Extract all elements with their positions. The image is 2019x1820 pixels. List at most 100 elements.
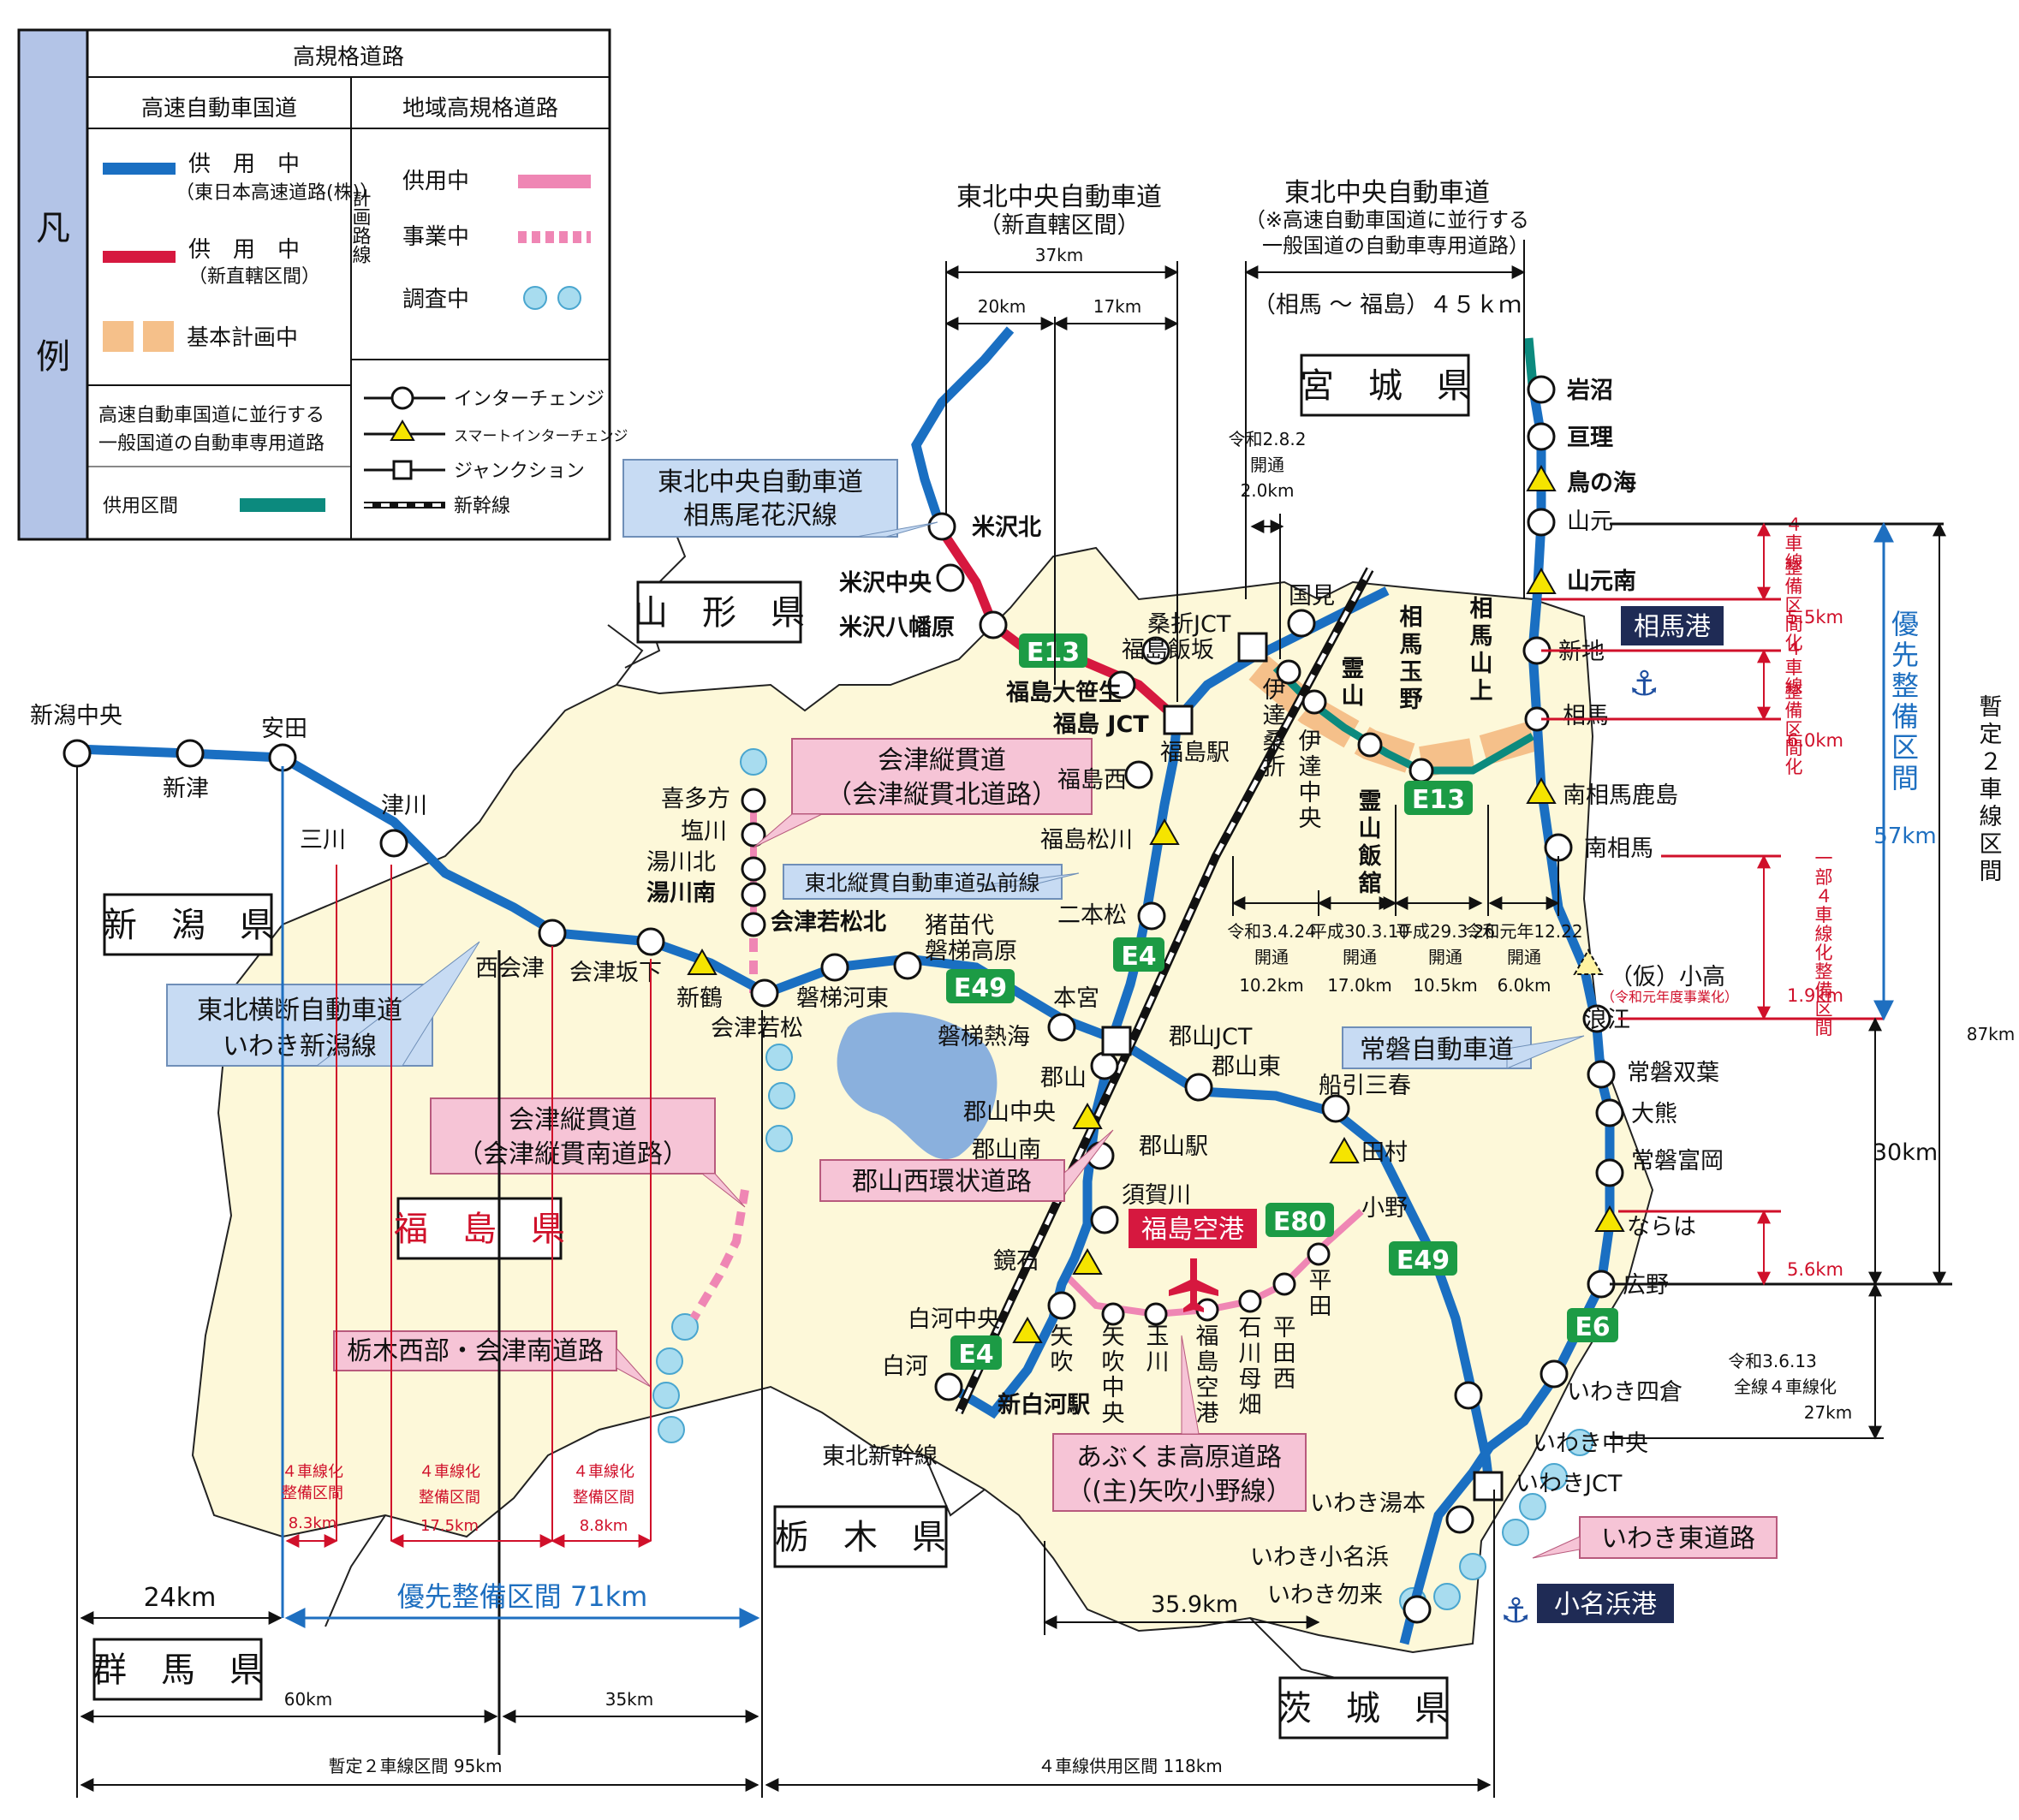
callout-soma-2: 相馬尾花沢線 bbox=[683, 501, 837, 531]
airplane-icon bbox=[1169, 1258, 1218, 1312]
ic-label: 福島駅 bbox=[1160, 740, 1230, 766]
jct-markers bbox=[1101, 632, 1504, 1502]
top-tc1-len: 37km bbox=[1035, 245, 1084, 265]
w2c: 17.5km bbox=[420, 1517, 479, 1535]
sec-1c: 10.2km bbox=[1239, 975, 1304, 996]
legend-direct-sub: （新直轄区間） bbox=[188, 266, 320, 288]
ic-label: 鏡石 bbox=[993, 1248, 1039, 1275]
ic-label: 会津若松 bbox=[711, 1015, 803, 1042]
sign-e49: E49 bbox=[1397, 1246, 1450, 1276]
legend-col2: 地域高規格道路 bbox=[402, 96, 558, 122]
km35: 35km bbox=[605, 1689, 654, 1710]
legend-sym-ic: インターチェンジ bbox=[454, 389, 605, 410]
pref-niigata: 新 潟 県 bbox=[103, 906, 274, 945]
ic-label: いわき勿来 bbox=[1267, 1582, 1383, 1609]
vertical-label-hirata: 平田 bbox=[1309, 1268, 1332, 1320]
sec-2b: 開通 bbox=[1343, 947, 1377, 967]
vertical-label-soma-tamano: 相馬玉野 bbox=[1400, 604, 1423, 713]
ic-label-b: 湯川南 bbox=[646, 880, 716, 907]
callout-soma-1: 東北中央自動車道 bbox=[658, 467, 863, 497]
callout-onahama-port: 小名浜港 bbox=[1554, 1590, 1657, 1620]
km60: 60km bbox=[284, 1689, 333, 1710]
tohoku-shinkansen-dash bbox=[956, 568, 1373, 1414]
r3613b: 全線４車線化 bbox=[1734, 1377, 1837, 1397]
sign-e13: E13 bbox=[1412, 785, 1465, 815]
right-27: 27km bbox=[1804, 1402, 1853, 1423]
top-tc1-b: 17km bbox=[1093, 296, 1142, 317]
callout-aizu-n-2: （会津縦貫北道路） bbox=[826, 780, 1057, 810]
ic-label: いわき小名浜 bbox=[1250, 1544, 1389, 1571]
pref-yamagata: 山 形 県 bbox=[634, 593, 805, 633]
ic-label: 湯川北 bbox=[646, 849, 716, 876]
ic-label: 国見 bbox=[1289, 583, 1335, 610]
sec-4c: 6.0km bbox=[1498, 975, 1551, 996]
vertical-label-seibi-top: 整備区間化 bbox=[1785, 557, 1803, 653]
legend-reg-open: 供用中 bbox=[402, 169, 469, 194]
ic-label: 相馬 bbox=[1563, 703, 1609, 729]
right-55: 5.5km bbox=[1787, 607, 1843, 627]
legend-direct: 供 用 中 bbox=[188, 237, 300, 263]
legend-planned: 計画路線 bbox=[349, 188, 372, 264]
ic-label-b: 米沢八幡原 bbox=[839, 615, 955, 641]
ic-label-b: 鳥の海 bbox=[1567, 470, 1636, 497]
callout-aizu-s-1: 会津縦貫道 bbox=[509, 1105, 637, 1135]
ic-label: （仮）小高 bbox=[1610, 964, 1725, 990]
legend-basic: 基本計画中 bbox=[187, 325, 298, 351]
km24: 24km bbox=[144, 1583, 217, 1613]
lake-inawashiro bbox=[837, 1012, 998, 1160]
pref-tochigi: 栃 木 県 bbox=[775, 1518, 946, 1557]
ic-label: 福島西 bbox=[1057, 767, 1127, 794]
ic-label-b: 福島大笹生 bbox=[1005, 680, 1122, 706]
top-tc1-sub: （新直轄区間） bbox=[979, 212, 1141, 239]
vertical-label-soma-yamagami: 相馬山上 bbox=[1470, 596, 1493, 705]
sec-3c: 10.5km bbox=[1413, 975, 1478, 996]
vertical-label-ishikawa-bohata: 石川母畑 bbox=[1239, 1315, 1262, 1419]
r282c: 2.0km bbox=[1241, 480, 1295, 501]
e13-open-north bbox=[911, 326, 1015, 532]
r282b: 開通 bbox=[1250, 455, 1284, 475]
ic-label: 山元 bbox=[1567, 509, 1613, 535]
legend-parallel-1: 高速自動車国道に並行する bbox=[98, 405, 325, 426]
ic-label-b: 米沢中央 bbox=[839, 570, 932, 597]
ic-label: 常磐双葉 bbox=[1627, 1060, 1719, 1086]
top-tc1: 東北中央自動車道 bbox=[956, 182, 1162, 212]
ic-label: いわき四倉 bbox=[1567, 1379, 1682, 1406]
sign-e13: E13 bbox=[1027, 638, 1080, 668]
pref-ibaraki: 茨 城 県 bbox=[1278, 1689, 1449, 1728]
legend-open-sub: （東日本高速道路(株)） bbox=[176, 182, 378, 204]
ic-label: 南相馬 bbox=[1584, 836, 1653, 862]
w2a: ４車線化 bbox=[419, 1463, 480, 1481]
ic-label: 磐梯高原 bbox=[925, 938, 1017, 965]
ic-label: 安田 bbox=[261, 716, 307, 742]
top-tc2-sub1: （※高速自動車国道に並行する bbox=[1245, 208, 1529, 232]
right-19: 1.9km bbox=[1787, 985, 1843, 1006]
legend-col1: 高速自動車国道 bbox=[141, 96, 297, 122]
tochigi-border bbox=[924, 1454, 986, 1517]
ic-label: 田村 bbox=[1361, 1139, 1408, 1166]
zantei95: 暫定２車線区間 95km bbox=[329, 1756, 503, 1776]
pref-miyagi: 宮 城 県 bbox=[1300, 366, 1471, 406]
w1b: 整備区間 bbox=[282, 1484, 343, 1502]
r3613a: 令和3.6.13 bbox=[1728, 1351, 1817, 1371]
ic-label: 郡山 bbox=[1040, 1065, 1087, 1091]
ic-label: 須賀川 bbox=[1122, 1182, 1191, 1209]
ic-label: 白河 bbox=[882, 1353, 928, 1380]
callout-abukuma-2: （(主)矢吹小野線） bbox=[1066, 1477, 1291, 1507]
ic-label: 郡山駅 bbox=[1139, 1133, 1208, 1160]
ic-label: （令和元年度事業化） bbox=[1601, 989, 1738, 1005]
legend-parallel-open: 供用区間 bbox=[103, 496, 178, 517]
ic-label: 常磐富岡 bbox=[1631, 1148, 1724, 1175]
len-359: 35.9km bbox=[1151, 1591, 1238, 1618]
vertical-label-zantei: 暫定２車線区間 bbox=[1980, 694, 2003, 885]
ic-label: 白河中央 bbox=[908, 1306, 1000, 1333]
sec-2c: 17.0km bbox=[1327, 975, 1392, 996]
top-tc2: 東北中央自動車道 bbox=[1284, 178, 1490, 208]
ic-label: 東北新幹線 bbox=[822, 1443, 938, 1470]
vertical-label-reizan-iitate: 霊山飯舘 bbox=[1358, 788, 1382, 897]
vertical-label-seibi-4b: ４車線 bbox=[1785, 639, 1803, 697]
sign-e80: E80 bbox=[1273, 1207, 1326, 1237]
sec-3a: 平成29.3.26 bbox=[1396, 921, 1495, 942]
vertical-label-reizan: 霊山 bbox=[1342, 656, 1365, 710]
legend-parallel-2: 一般国道の自動車専用道路 bbox=[98, 433, 325, 455]
